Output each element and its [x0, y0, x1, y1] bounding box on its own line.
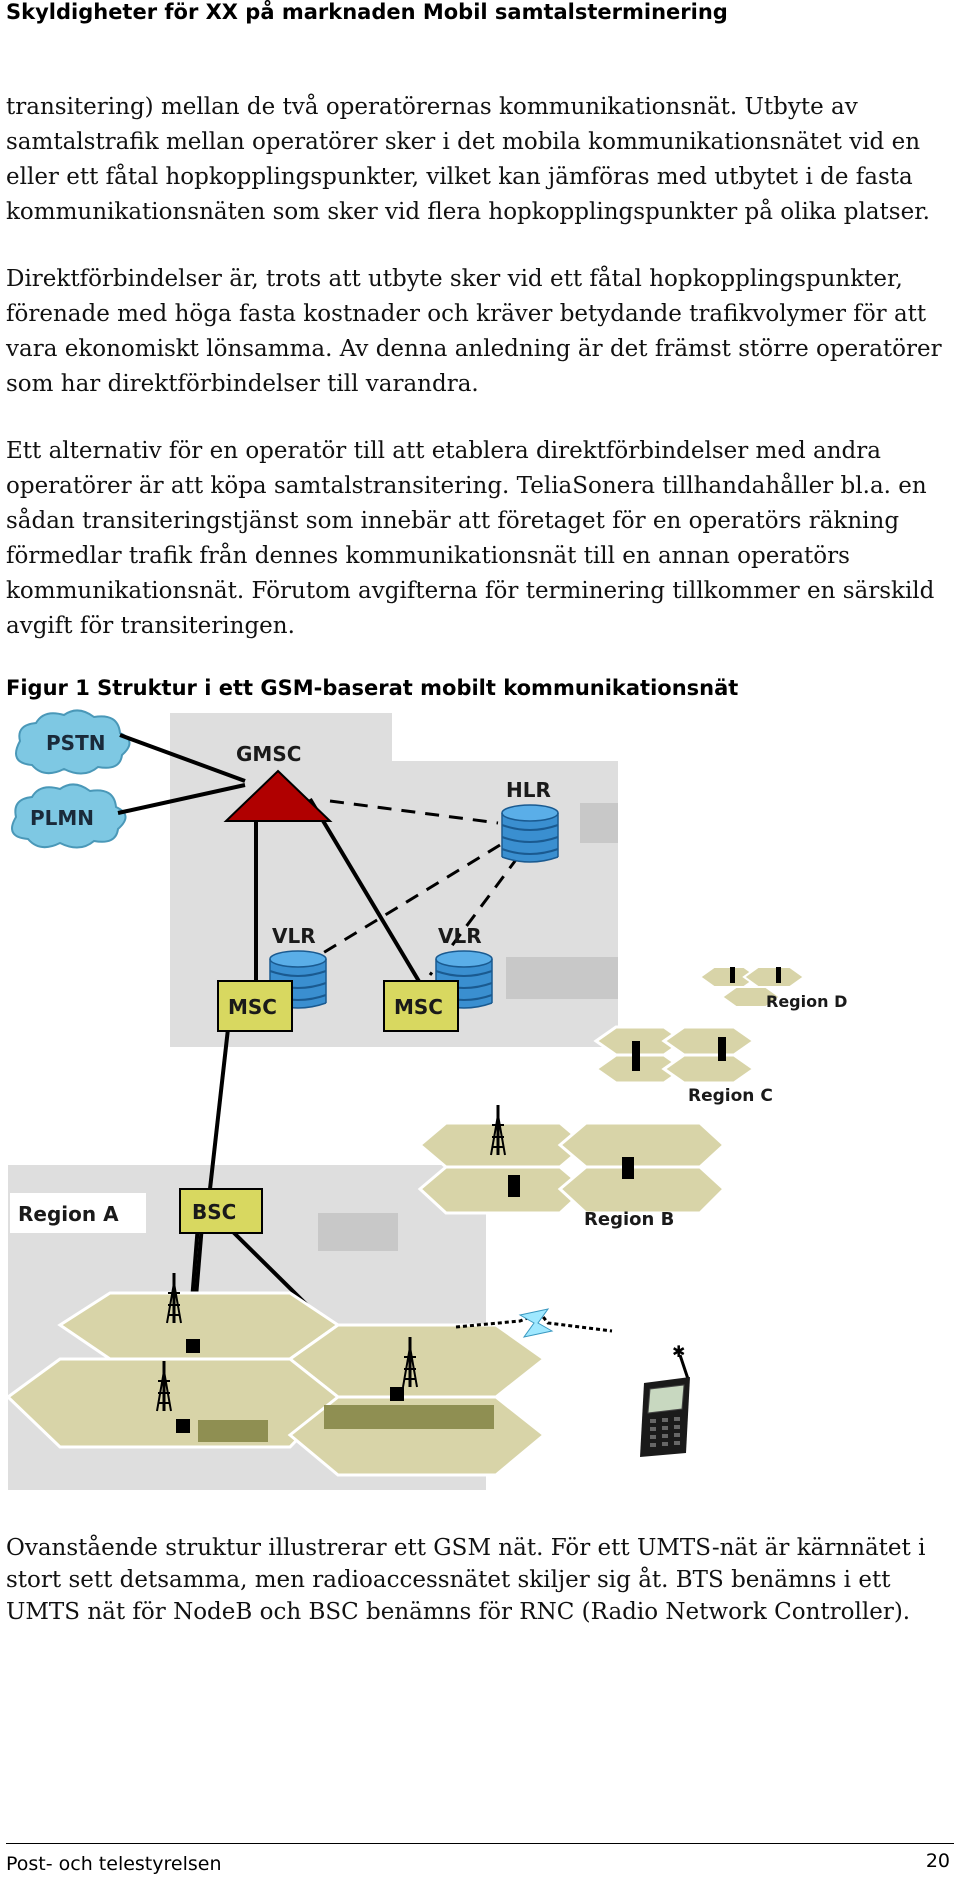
vlr-label: VLR — [438, 924, 482, 948]
pstn-label: PSTN — [46, 731, 105, 755]
body-paragraph: Direktförbindelser är, trots att utbyte … — [6, 266, 942, 397]
region-d-cells — [698, 966, 806, 1008]
msc-node — [383, 980, 459, 1032]
page-header: Skyldigheter för XX på marknaden Mobil s… — [6, 0, 728, 24]
region-b-label: Region B — [584, 1209, 674, 1230]
figure-caption: Figur 1 Struktur i ett GSM-baserat mobil… — [6, 676, 739, 700]
bsc-node — [179, 1188, 263, 1234]
plmn-cloud: PLMN — [11, 783, 127, 849]
region-d-label: Region D — [766, 992, 847, 1011]
hlr-label: HLR — [506, 778, 551, 802]
msc-label: MSC — [228, 995, 277, 1019]
region-c-label: Region C — [688, 1086, 773, 1106]
region-a-label: Region A — [18, 1202, 119, 1226]
vlr-label: VLR — [272, 924, 316, 948]
plmn-label: PLMN — [30, 806, 94, 830]
region-b-cells — [417, 1121, 727, 1215]
body-paragraph: Ovanstående struktur illustrerar ett GSM… — [6, 1535, 926, 1625]
gmsc-label: GMSC — [236, 742, 301, 766]
hlr-database-icon — [501, 804, 559, 863]
msc-node — [217, 980, 293, 1032]
msc-label: MSC — [394, 995, 443, 1019]
page-number: 20 — [925, 1850, 950, 1872]
gsm-network-diagram: PSTN PLMN GMSC HLR VLR VLR MSC MSC BSC R… — [5, 709, 847, 1490]
body-paragraph: Ett alternativ för en operatör till att … — [6, 438, 935, 639]
footer-organization: Post- och telestyrelsen — [6, 1853, 222, 1875]
mobile-phone-icon: ✱ — [640, 1342, 690, 1457]
gmsc-node — [223, 769, 333, 822]
bsc-label: BSC — [192, 1200, 236, 1224]
region-c-cells — [593, 1025, 757, 1085]
background-panel — [170, 713, 392, 761]
body-paragraph: transitering) mellan de två operatörerna… — [6, 94, 930, 225]
region-a-cells — [5, 1291, 547, 1477]
svg-text:✱: ✱ — [672, 1342, 685, 1361]
footer-divider — [6, 1843, 954, 1844]
pstn-cloud: PSTN — [15, 709, 131, 775]
